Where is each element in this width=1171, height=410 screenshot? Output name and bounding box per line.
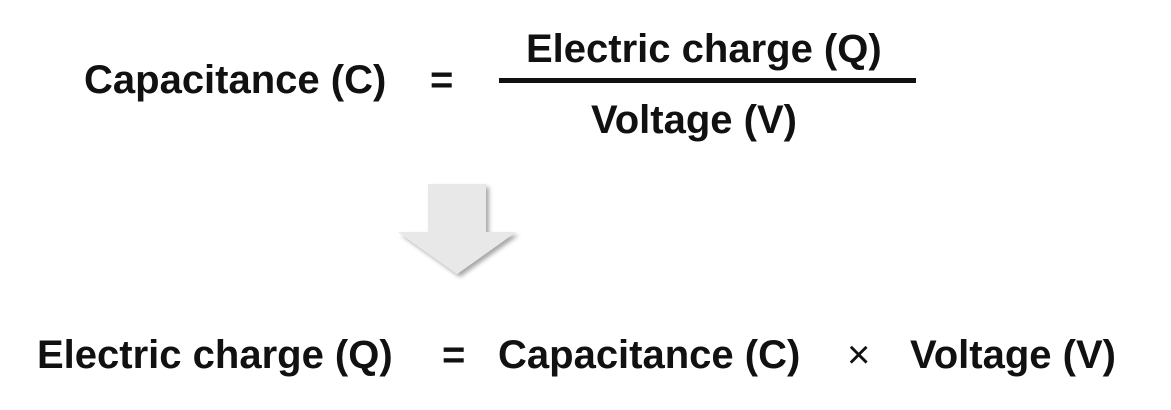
formula2-term1: Capacitance (C) [498, 333, 801, 377]
formula2-equals: = [442, 333, 466, 377]
formula2-term2: Voltage (V) [910, 333, 1116, 377]
formula1-denominator: Voltage (V) [591, 98, 797, 142]
formula1-lhs: Capacitance (C) [84, 58, 387, 102]
formula1-numerator: Electric charge (Q) [526, 27, 882, 71]
formula2-times: × [847, 333, 871, 377]
fraction-bar [499, 78, 916, 83]
formula1-equals: = [430, 58, 454, 102]
formula2-lhs: Electric charge (Q) [37, 333, 393, 377]
down-arrow-icon [396, 182, 522, 280]
